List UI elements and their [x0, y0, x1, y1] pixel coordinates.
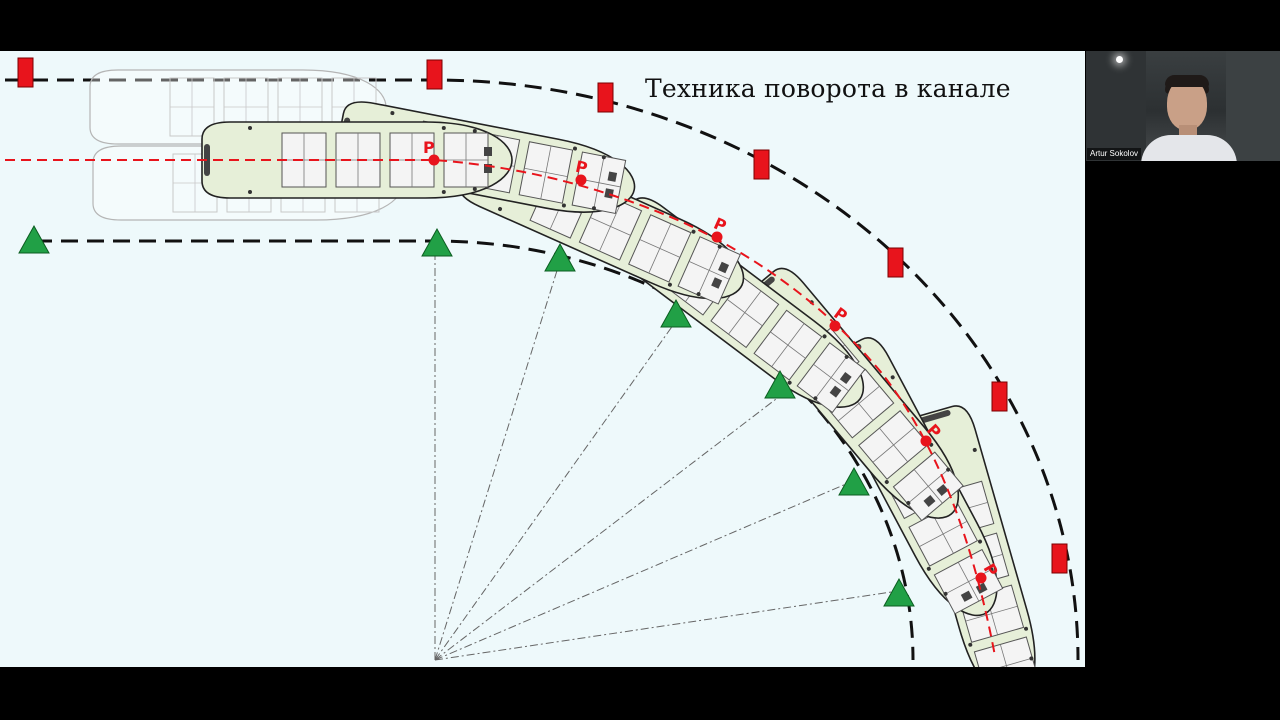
red-buoy-icon [597, 82, 614, 113]
bollard [390, 111, 395, 116]
participant-name-label: Artur Sokolov [1087, 148, 1142, 160]
bollard [717, 244, 722, 249]
bollard [472, 129, 477, 133]
green-buoy-icon [18, 224, 50, 254]
background-lamp [1116, 56, 1123, 63]
radial-guide-line [434, 480, 854, 661]
red-buoy-icon [887, 247, 904, 278]
bollard [561, 203, 566, 208]
bollard [884, 479, 889, 484]
bollard [441, 190, 446, 194]
red-buoy-icon [426, 59, 443, 90]
green-buoy-icon [883, 577, 915, 607]
bollard [989, 567, 994, 572]
bollard [906, 501, 911, 506]
pivot-point-marker-icon [920, 435, 932, 447]
red-buoy-icon [753, 149, 770, 180]
windlass [718, 261, 730, 274]
pivot-point-label: P [711, 214, 730, 236]
bollard [822, 334, 827, 339]
hatch-divider [726, 299, 763, 327]
bollard [926, 566, 931, 571]
bollard [248, 190, 252, 194]
bollard [968, 642, 973, 647]
bollard [498, 207, 503, 212]
red-buoy-icon [17, 57, 34, 88]
bollard [696, 292, 701, 297]
red-buoy-icon [1051, 543, 1068, 574]
pivot-point-marker-icon [975, 572, 987, 584]
green-buoy-icon [421, 227, 453, 257]
pivot-point-marker-icon [829, 320, 841, 332]
windlass [960, 590, 973, 602]
ship-track-centerline [5, 159, 996, 657]
radial-guide-line [434, 395, 781, 661]
stern-rudder [919, 410, 951, 424]
windlass [604, 188, 614, 199]
bollard [946, 467, 951, 472]
red-buoy-icon [991, 381, 1008, 412]
bollard [667, 282, 672, 287]
green-buoy-icon [544, 242, 576, 272]
windlass [607, 171, 618, 182]
windlass [923, 495, 936, 507]
radial-guide-line [434, 260, 561, 661]
hatch-divider [770, 331, 806, 359]
hatch-divider [688, 261, 730, 280]
bollard [813, 396, 818, 401]
windlass [936, 484, 949, 497]
hatch-divider [913, 469, 943, 504]
windlass [829, 385, 842, 398]
hatch-divider [879, 427, 909, 463]
pivot-point-marker-icon [575, 174, 587, 186]
channel-outer-edge [5, 78, 1080, 661]
bollard [787, 380, 792, 385]
participant-shirt [1141, 135, 1237, 161]
hatch-divider [590, 217, 631, 236]
bollard [441, 126, 446, 130]
bollard [591, 206, 596, 211]
bollard [248, 126, 252, 130]
green-buoy-icon [764, 369, 796, 399]
participant-hairline [1165, 75, 1209, 87]
hatch-divider [813, 364, 849, 392]
pivot-point-label: P [423, 138, 435, 157]
hatch-divider [932, 514, 954, 554]
green-buoy-icon [660, 298, 692, 328]
radial-guide-line [434, 590, 899, 661]
bollard [1029, 656, 1034, 661]
bollard [691, 229, 696, 234]
hatch-divider [524, 167, 568, 178]
pivot-point-label: P [574, 157, 590, 178]
hatch-divider [639, 239, 681, 258]
windlass [484, 147, 492, 156]
bollard [601, 155, 606, 160]
bollard [890, 375, 895, 380]
bollard [472, 187, 477, 191]
bollard [943, 591, 948, 596]
windlass [484, 164, 492, 173]
hatch-divider [999, 644, 1013, 667]
bollard [844, 354, 849, 359]
windlass [839, 372, 852, 385]
participant-video-tile[interactable]: Artur Sokolov [1086, 51, 1280, 161]
bollard [978, 539, 983, 544]
radial-guide-line [434, 320, 677, 661]
hatch-divider [957, 562, 980, 602]
bollard [972, 447, 977, 452]
green-buoy-icon [838, 466, 870, 496]
pivot-point-marker-icon [711, 231, 723, 243]
bollard [572, 146, 577, 151]
windlass [711, 277, 723, 289]
bollard [1024, 626, 1029, 631]
pivot-point-marker-icon [428, 154, 440, 166]
slide-title: Техника поворота в канале [645, 74, 1011, 103]
